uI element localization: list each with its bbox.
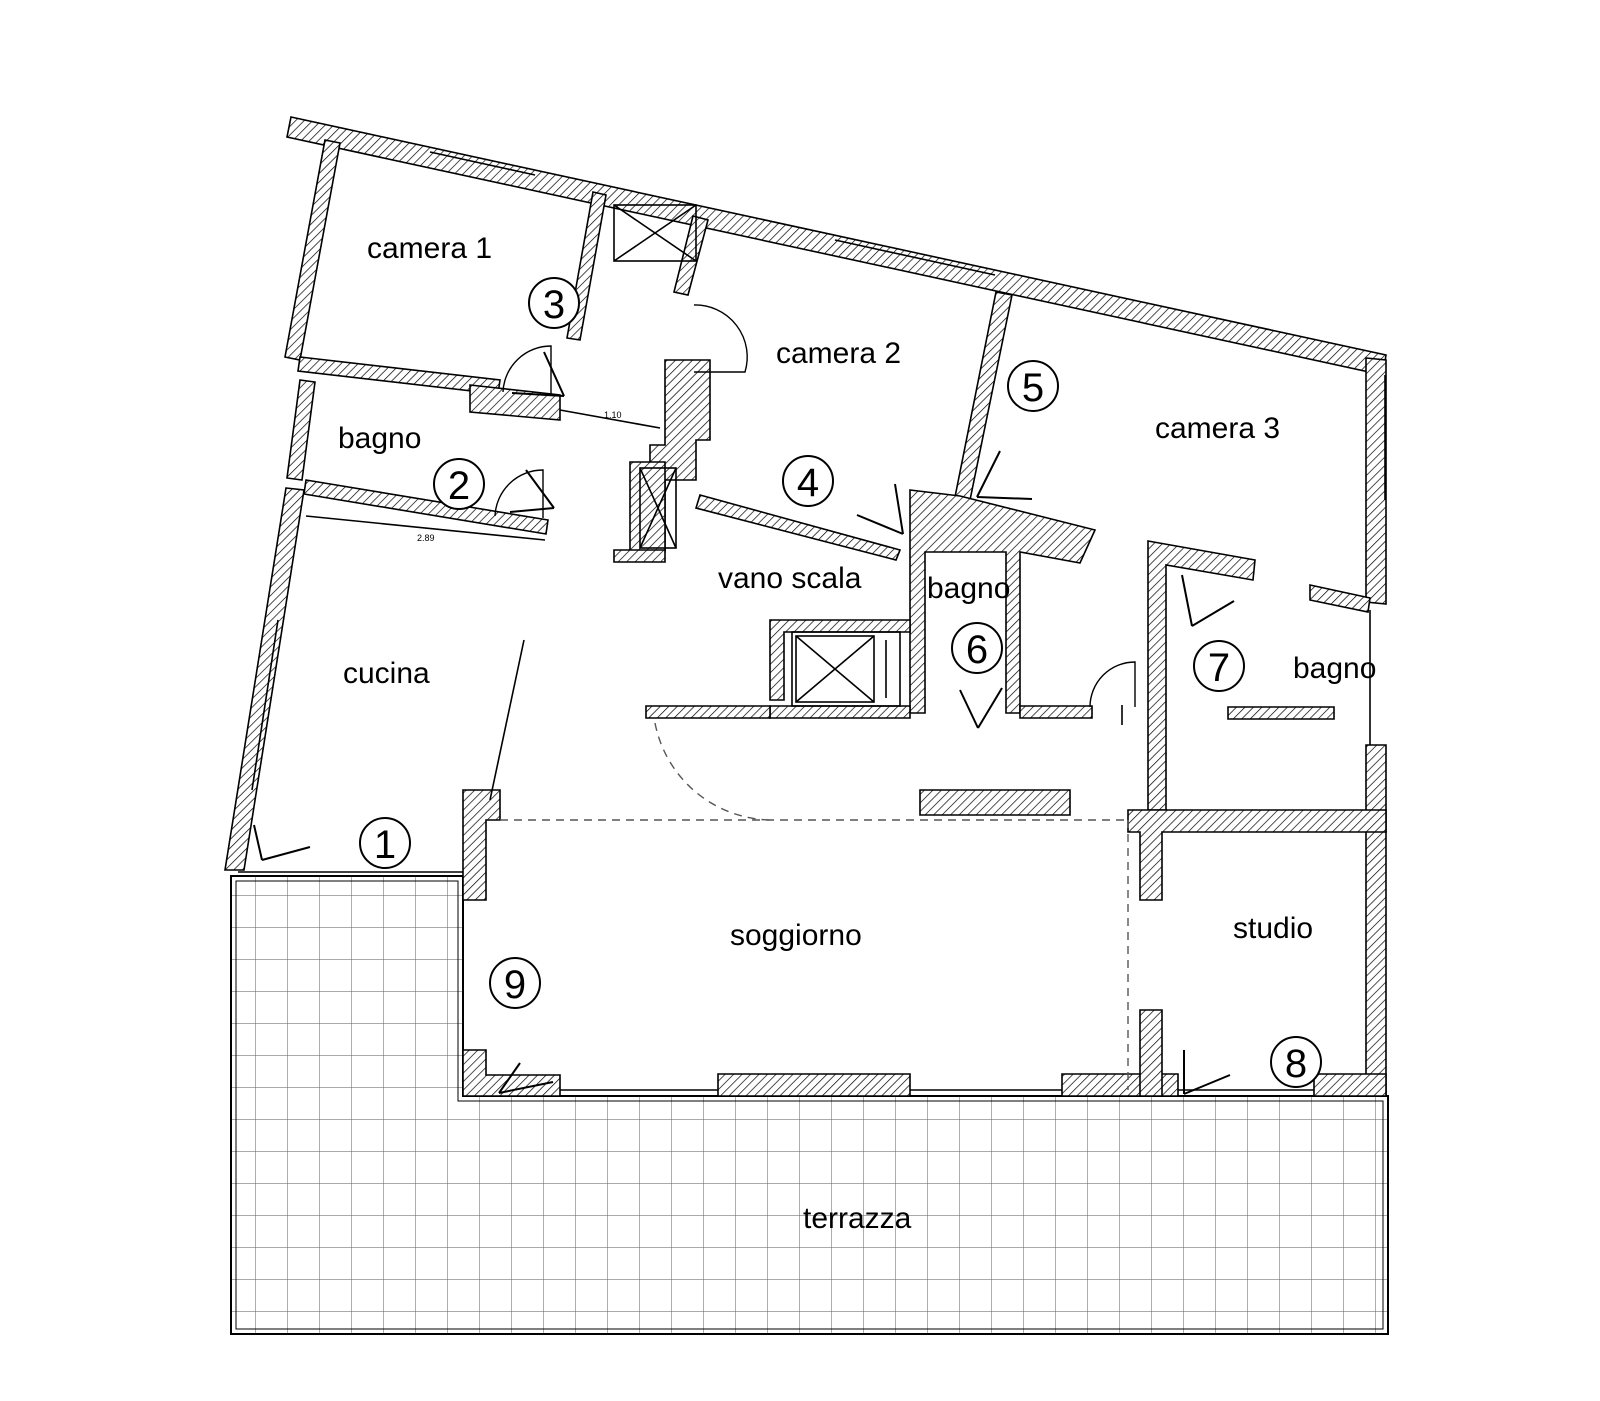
shaft-lower xyxy=(639,467,677,549)
room-label-vano-scala: vano scala xyxy=(718,562,862,595)
marker-1-number: 1 xyxy=(374,823,396,867)
door-swings xyxy=(494,304,1136,821)
exterior-walls xyxy=(224,116,1387,1097)
room-label-camera-1: camera 1 xyxy=(367,232,492,265)
room-label-bagno-left: bagno xyxy=(338,422,421,455)
marker-7-number: 7 xyxy=(1208,646,1230,690)
room-label-studio: studio xyxy=(1233,912,1313,945)
marker-6-number: 6 xyxy=(966,628,988,672)
room-label-bagno-right: bagno xyxy=(1293,652,1376,685)
marker-5-number: 5 xyxy=(1022,366,1044,410)
room-label-soggiorno: soggiorno xyxy=(730,919,862,952)
windows xyxy=(238,151,1386,1091)
marker-3-number: 3 xyxy=(543,283,565,327)
room-label-bagno-center: bagno xyxy=(927,572,1010,605)
dashed-boundaries xyxy=(500,819,1129,1090)
marker-5: 5 xyxy=(1007,360,1059,412)
marker-9: 9 xyxy=(489,957,541,1009)
marker-4: 4 xyxy=(782,455,834,507)
dimension-corridor: 1.10 xyxy=(604,410,622,420)
marker-8-number: 8 xyxy=(1285,1042,1307,1086)
marker-6: 6 xyxy=(951,622,1003,674)
marker-2: 2 xyxy=(433,458,485,510)
photo-markers: 1 2 3 4 5 6 7 8 xyxy=(359,277,1322,1088)
interior-walls xyxy=(297,191,1387,1097)
shaft-upper xyxy=(613,204,697,262)
room-label-cucina: cucina xyxy=(343,657,430,690)
marker-7: 7 xyxy=(1193,640,1245,692)
viewpoint-symbols xyxy=(253,351,1235,1095)
marker-3: 3 xyxy=(528,277,580,329)
marker-8: 8 xyxy=(1270,1036,1322,1088)
room-labels: camera 1 camera 2 camera 3 bagno bagno b… xyxy=(338,232,1376,1235)
room-label-camera-3: camera 3 xyxy=(1155,412,1280,445)
marker-1: 1 xyxy=(359,817,411,869)
lift-shaft xyxy=(791,631,901,707)
dimension-lines: 1.10 2.89 xyxy=(305,409,661,543)
room-label-terrazza: terrazza xyxy=(803,1202,912,1235)
marker-4-number: 4 xyxy=(797,461,819,505)
dimension-kitchen: 2.89 xyxy=(417,533,435,543)
room-label-camera-2: camera 2 xyxy=(776,337,901,370)
marker-9-number: 9 xyxy=(504,963,526,1007)
marker-2-number: 2 xyxy=(448,464,470,508)
